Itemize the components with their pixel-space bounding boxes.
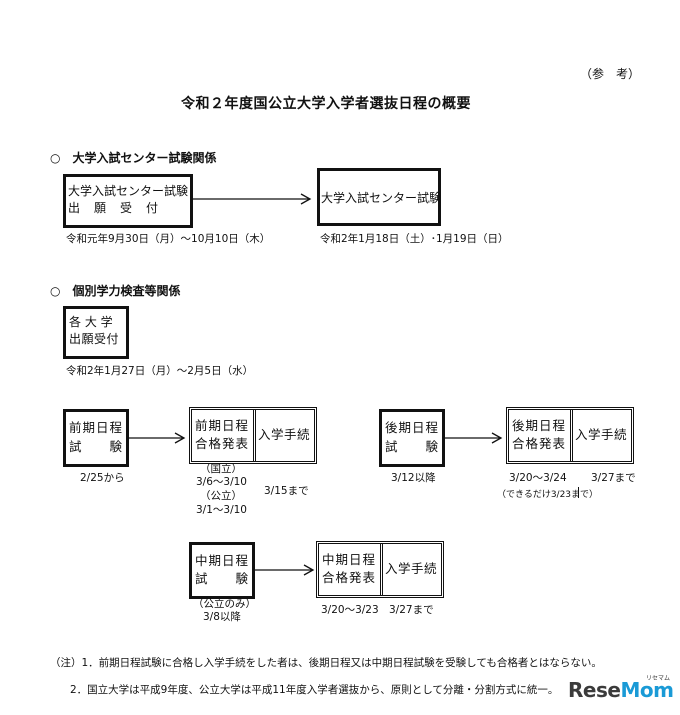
center-exam-label: 大学入試センター試験	[321, 191, 442, 205]
chuki-result-line1: 中期日程	[322, 552, 377, 567]
zenki-exam-box: 前期日程 試 験	[63, 409, 129, 467]
center-exam-application-line2: 出 願 受 付	[68, 201, 160, 215]
zenki-result-label-national: （国立）	[200, 463, 242, 475]
logo-text-b: Mom	[620, 678, 674, 702]
arrow-icon	[445, 432, 503, 444]
section-heading-individual-exam: ○ 個別学力検査等関係	[50, 284, 181, 298]
koki-exam-line2: 試 験	[385, 439, 440, 454]
koki-result-line1: 後期日程	[512, 418, 567, 433]
zenki-result-group: 前期日程 合格発表 入学手続	[189, 407, 317, 464]
chuki-exam-label: （公立のみ）	[193, 598, 256, 610]
center-exam-dates: 令和2年1月18日（土）･1月19日（日）	[320, 233, 509, 245]
note-2: 2．国立大学は平成9年度、公立大学は平成11年度入学者選抜から、原則として分離・…	[70, 684, 559, 696]
zenki-exam-date: 2/25から	[80, 472, 125, 484]
center-exam-application-box: 大学入試センター試験 出 願 受 付	[63, 174, 193, 228]
note-1: （注）1．前期日程試験に合格し入学手続をした者は、後期日程又は中期日程試験を受験…	[50, 657, 602, 669]
center-exam-box: 大学入試センター試験	[317, 168, 441, 226]
chuki-exam-box: 中期日程 試 験	[189, 542, 255, 599]
divider	[380, 544, 383, 595]
zenki-exam-line2: 試 験	[69, 439, 124, 454]
arrow-icon	[129, 432, 186, 444]
koki-exam-date: 3/12以降	[391, 472, 436, 484]
zenki-result-date-national: 3/6～3/10	[196, 476, 247, 488]
zenki-result-line2: 合格発表	[195, 436, 250, 451]
arrow-icon	[193, 193, 312, 205]
divider	[253, 410, 256, 461]
zenki-procedure-date: 3/15まで	[264, 485, 309, 497]
zenki-result-line1: 前期日程	[195, 418, 250, 433]
koki-procedure-date: 3/27まで	[591, 472, 636, 484]
chuki-exam-date: 3/8以降	[203, 611, 241, 623]
chuki-procedure-label: 入学手続	[385, 561, 438, 576]
chuki-procedure-date: 3/27まで	[389, 604, 434, 616]
koki-exam-box: 後期日程 試 験	[379, 409, 445, 467]
zenki-result-label-public: （公立）	[200, 490, 242, 502]
zenki-procedure-label: 入学手続	[258, 427, 311, 442]
koki-procedure-label: 入学手続	[575, 427, 628, 442]
section-heading-center-exam: ○ 大学入試センター試験関係	[50, 151, 217, 165]
koki-result-date: 3/20～3/24	[509, 472, 567, 484]
university-application-box: 各 大 学 出願受付	[63, 306, 129, 359]
university-application-line2: 出願受付	[69, 332, 120, 346]
text-cursor	[578, 487, 579, 498]
logo-small-text: リセマム	[646, 675, 671, 682]
chuki-exam-line1: 中期日程	[195, 553, 250, 568]
zenki-result-date-public: 3/1～3/10	[196, 504, 247, 516]
resemom-logo: ReseMom	[568, 678, 674, 702]
center-exam-application-line1: 大学入試センター試験	[68, 184, 189, 198]
chuki-exam-line2: 試 験	[195, 571, 250, 586]
koki-result-group: 後期日程 合格発表 入学手続	[506, 407, 634, 464]
arrow-icon	[255, 564, 315, 576]
university-application-line1: 各 大 学	[69, 315, 113, 329]
chuki-result-line2: 合格発表	[322, 570, 377, 585]
chuki-result-group: 中期日程 合格発表 入学手続	[316, 541, 444, 598]
koki-remark: （できるだけ3/23まで）	[497, 490, 599, 500]
logo-text-a: Rese	[568, 678, 621, 702]
reference-label: （参 考）	[580, 67, 641, 81]
zenki-exam-line1: 前期日程	[69, 420, 124, 435]
center-exam-application-dates: 令和元年9月30日（月）～10月10日（木）	[66, 233, 271, 245]
koki-result-line2: 合格発表	[512, 436, 567, 451]
university-application-dates: 令和2年1月27日（月）～2月5日（水）	[66, 365, 254, 377]
divider	[570, 410, 573, 461]
chuki-result-date: 3/20～3/23	[321, 604, 379, 616]
koki-exam-line1: 後期日程	[385, 420, 440, 435]
page-title: 令和２年度国公立大学入学者選抜日程の概要	[181, 96, 471, 112]
